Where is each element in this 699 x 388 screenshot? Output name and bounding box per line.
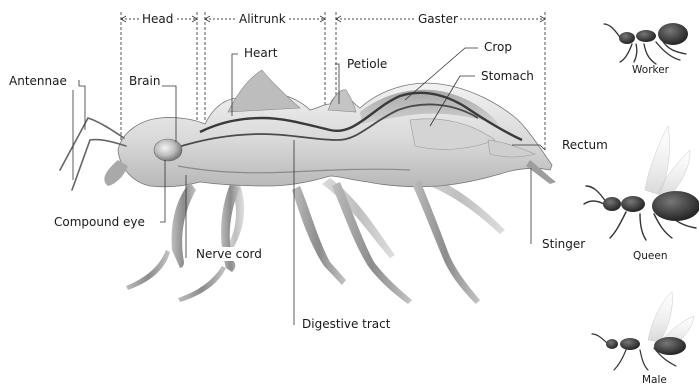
label-crop: Crop bbox=[482, 40, 514, 54]
worker-ant-illustration bbox=[604, 23, 688, 64]
label-stomach: Stomach bbox=[479, 69, 536, 83]
label-heart: Heart bbox=[242, 46, 279, 60]
ant-cutaway-illustration bbox=[60, 70, 556, 304]
near-legs bbox=[126, 180, 480, 304]
caste-label-worker: Worker bbox=[632, 64, 669, 76]
label-antennae: Antennae bbox=[7, 74, 69, 88]
segment-label-head: Head bbox=[140, 12, 175, 26]
caste-label-queen: Queen bbox=[633, 250, 668, 262]
segment-label-gaster: Gaster bbox=[416, 12, 460, 26]
label-brain: Brain bbox=[127, 74, 162, 88]
label-rectum: Rectum bbox=[560, 138, 610, 152]
segment-label-alitrunk: Alitrunk bbox=[237, 12, 288, 26]
label-digestive-tract: Digestive tract bbox=[300, 317, 392, 331]
label-compound-eye: Compound eye bbox=[52, 215, 147, 229]
label-petiole: Petiole bbox=[345, 57, 389, 71]
brain-organ bbox=[154, 139, 182, 161]
label-nerve-cord: Nerve cord bbox=[194, 247, 264, 261]
leader-lines bbox=[73, 48, 545, 325]
label-stinger: Stinger bbox=[540, 237, 587, 251]
caste-label-male: Male bbox=[642, 374, 667, 386]
male-ant-illustration bbox=[592, 292, 694, 370]
